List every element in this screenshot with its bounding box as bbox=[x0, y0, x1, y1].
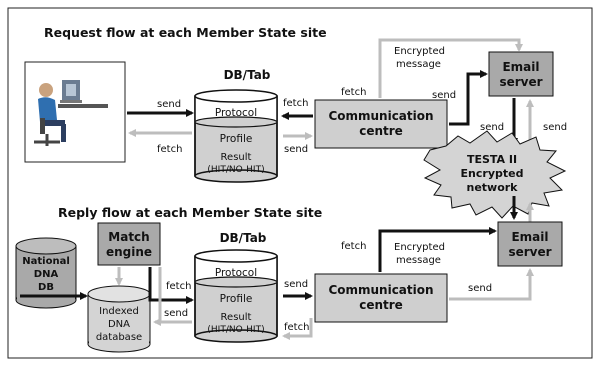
label-fetch-comm: fetch bbox=[283, 98, 308, 109]
network-line1: TESTA II bbox=[467, 153, 517, 166]
request-db-cylinder bbox=[194, 89, 278, 183]
indexed-db-line3: database bbox=[96, 332, 142, 343]
computer-user-icon bbox=[34, 80, 108, 146]
request-result-line1: Result bbox=[221, 152, 252, 163]
arrow-reply-send-bottom bbox=[449, 268, 534, 301]
indexed-db-line2: DNA bbox=[108, 319, 130, 330]
request-comm-centre-line2: centre bbox=[359, 124, 403, 138]
reply-result-line2: (HIT/NO-HIT) bbox=[207, 325, 264, 335]
reply-db-title: DB/Tab bbox=[220, 231, 267, 245]
reply-heading: Reply flow at each Member State site bbox=[58, 205, 322, 220]
label-reply-fetch-top: fetch bbox=[341, 241, 366, 252]
reply-email-line1: Email bbox=[511, 230, 548, 244]
national-dna-db-cylinder bbox=[15, 237, 77, 309]
network-line2: Encrypted bbox=[461, 167, 524, 180]
match-engine-line1: Match bbox=[108, 230, 149, 244]
label-encrypted-line1: Encrypted bbox=[394, 46, 445, 57]
request-comm-centre bbox=[314, 99, 448, 149]
reply-comm-centre-line2: centre bbox=[359, 298, 403, 312]
reply-result-line1: Result bbox=[221, 312, 252, 323]
label-fetch-top: fetch bbox=[341, 87, 366, 98]
testa-network-burst bbox=[423, 130, 567, 219]
label-send-up: send bbox=[543, 122, 567, 133]
diagram-frame bbox=[7, 7, 593, 359]
national-db-line1: National bbox=[22, 256, 70, 267]
label-reply-fetch-comm: fetch bbox=[284, 322, 309, 333]
label-send-user: send bbox=[157, 99, 181, 110]
label-reply-encrypted-line2: message bbox=[396, 255, 441, 266]
request-db-title: DB/Tab bbox=[224, 68, 271, 82]
reply-protocol-label: Protocol bbox=[215, 267, 257, 279]
match-engine-line2: engine bbox=[106, 245, 152, 259]
arrow-top-fetch bbox=[378, 38, 523, 98]
request-profile-label: Profile bbox=[220, 133, 253, 145]
arrow-match-to-db bbox=[148, 267, 194, 304]
reply-db-cylinder bbox=[194, 249, 278, 343]
request-heading: Request flow at each Member State site bbox=[44, 25, 327, 40]
label-reply-send-comm: send bbox=[284, 279, 308, 290]
request-protocol-label: Protocol bbox=[215, 107, 257, 119]
request-email-line1: Email bbox=[502, 60, 539, 74]
label-fetch-user: fetch bbox=[157, 144, 182, 155]
request-email-line2: server bbox=[499, 75, 542, 89]
label-fetch-match: fetch bbox=[166, 281, 191, 292]
label-send-down: send bbox=[480, 122, 504, 133]
reply-comm-centre bbox=[314, 273, 448, 323]
indexed-db-line1: Indexed bbox=[99, 306, 139, 317]
label-encrypted-line2: message bbox=[396, 59, 441, 70]
label-send-comm: send bbox=[284, 144, 308, 155]
arrow-reply-fetch-comm bbox=[282, 318, 313, 340]
label-send-to-email: send bbox=[432, 90, 456, 101]
request-result-line2: (HIT/NO-HIT) bbox=[207, 165, 264, 175]
reply-email-line2: server bbox=[508, 245, 551, 259]
label-reply-send-bottom: send bbox=[468, 283, 492, 294]
request-comm-centre-line1: Communication bbox=[328, 109, 433, 123]
request-email-server bbox=[488, 51, 554, 97]
arrow-reply-fetch-top bbox=[378, 227, 497, 272]
match-engine-box bbox=[97, 222, 161, 266]
label-send-indexed: send bbox=[164, 308, 188, 319]
label-reply-encrypted-line1: Encrypted bbox=[394, 242, 445, 253]
reply-profile-label: Profile bbox=[220, 293, 253, 305]
reply-comm-centre-line1: Communication bbox=[328, 283, 433, 297]
national-db-line3: DB bbox=[38, 282, 54, 293]
arrow-comm-to-email bbox=[449, 70, 488, 126]
network-line3: network bbox=[466, 181, 518, 194]
national-db-line2: DNA bbox=[34, 269, 59, 280]
indexed-dna-db-cylinder bbox=[87, 285, 151, 353]
reply-email-server bbox=[497, 221, 563, 267]
